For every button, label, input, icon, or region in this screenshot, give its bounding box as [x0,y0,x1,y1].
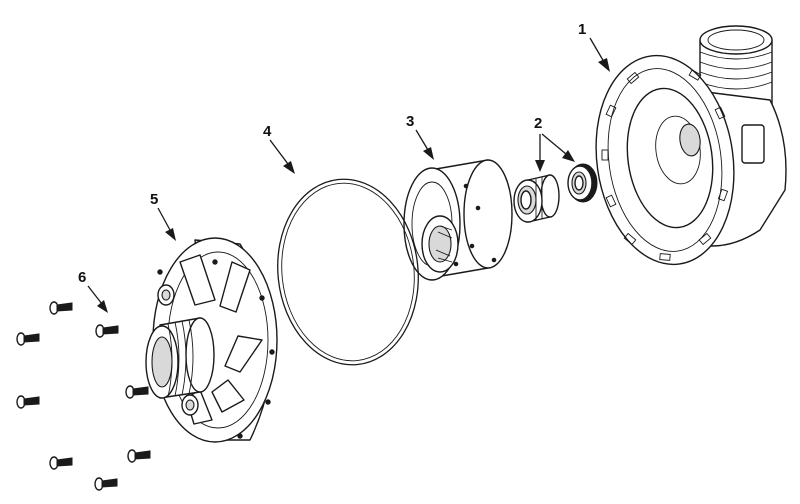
leader-2b [541,133,575,162]
callout-5: 5 [150,191,158,208]
callout-4: 4 [263,123,272,140]
part-5-seal-plate [145,237,278,443]
callout-3: 3 [406,113,414,130]
leader-lines [87,37,610,313]
screw [127,449,151,463]
screw [94,477,118,491]
screw [125,385,149,399]
callout-2: 2 [534,115,542,132]
callout-6: 6 [78,269,86,286]
leader-2a [535,134,545,172]
callout-1: 1 [578,21,586,38]
screw [49,301,73,315]
part-6-screws [16,301,151,491]
part-4-o-ring [277,178,419,366]
leader-6 [87,285,108,313]
screw [16,332,40,346]
screw [49,456,73,470]
part-2-seal-seat [513,174,560,223]
part-3-impeller [403,159,513,281]
screw [95,324,119,338]
leader-3 [415,129,434,160]
leader-4 [269,139,295,174]
part-1-pump-housing [595,25,787,266]
part-2-seal-ring [567,163,598,203]
leader-1 [589,37,610,72]
leader-5 [157,207,176,241]
screw [16,395,40,409]
